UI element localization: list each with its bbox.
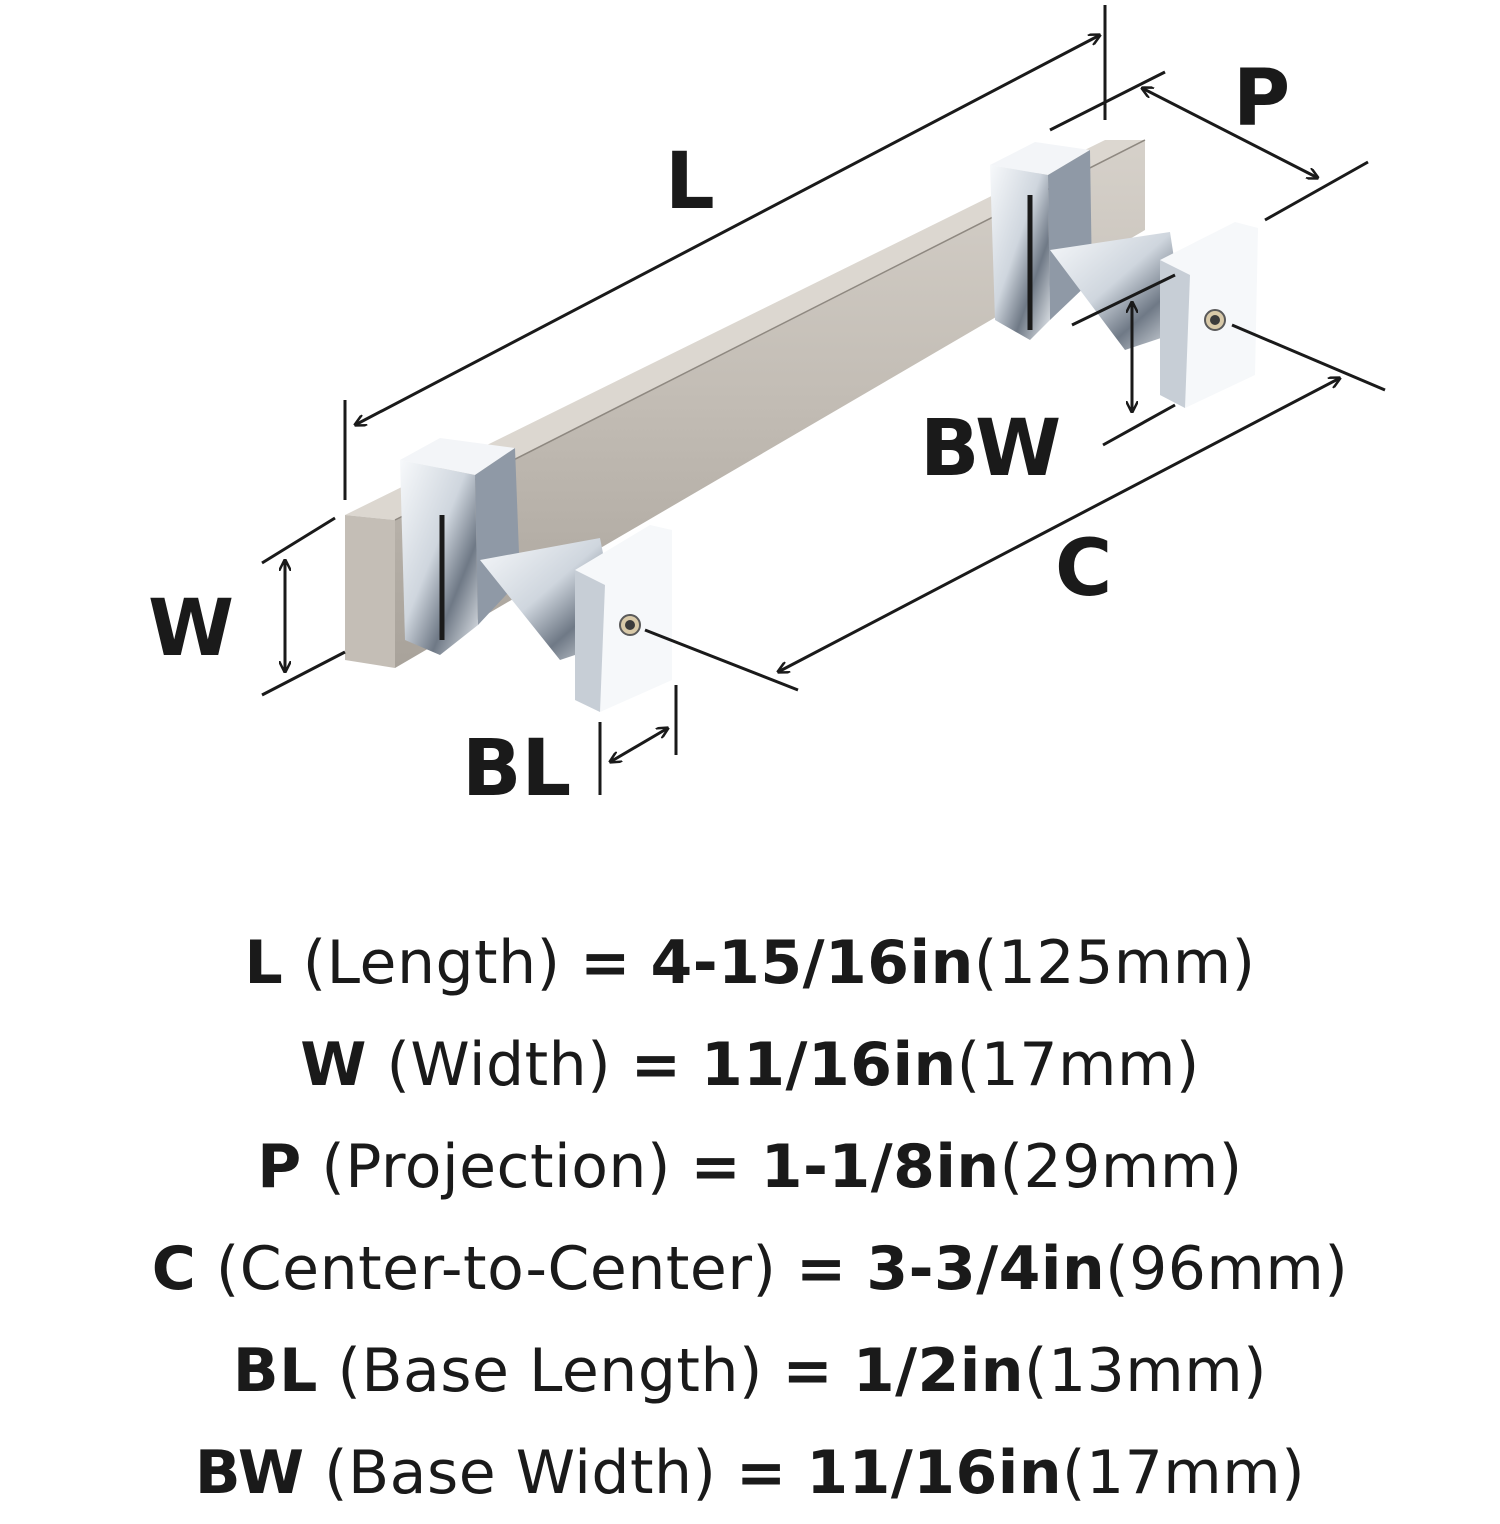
left-base bbox=[575, 525, 672, 712]
label-BW: BW bbox=[920, 404, 1061, 494]
label-BL: BL bbox=[462, 724, 571, 814]
spec-row-base-width: BW (Base Width) = 11/16in(17mm) bbox=[0, 1422, 1500, 1524]
label-W: W bbox=[148, 584, 234, 674]
spec-description: (Projection) bbox=[321, 1132, 671, 1202]
dimension-BL: BL bbox=[462, 685, 678, 814]
dimension-W: W bbox=[148, 516, 346, 697]
spec-equals: = bbox=[630, 1030, 682, 1100]
label-L: L bbox=[665, 137, 715, 227]
spec-metric: (29mm) bbox=[999, 1132, 1243, 1202]
spec-equals: = bbox=[580, 928, 631, 998]
spec-symbol: BL bbox=[232, 1336, 318, 1406]
spec-imperial: 11/16in bbox=[701, 1030, 957, 1100]
dimension-P: P bbox=[1049, 54, 1369, 222]
spec-description: (Base Width) bbox=[324, 1438, 717, 1508]
handle-dimension-diagram: L P BW C W BL bbox=[148, 5, 1386, 814]
spec-imperial: 11/16in bbox=[806, 1438, 1063, 1508]
spec-description: (Base Length) bbox=[337, 1336, 763, 1406]
spec-symbol: BW bbox=[194, 1438, 305, 1508]
spec-row-base-length: BL (Base Length) = 1/2in(13mm) bbox=[0, 1320, 1500, 1422]
spec-equals: = bbox=[690, 1132, 742, 1202]
spec-imperial: 1-1/8in bbox=[760, 1132, 1000, 1202]
spec-symbol: L bbox=[244, 928, 284, 998]
spec-row-projection: P (Projection) = 1-1/8in(29mm) bbox=[0, 1116, 1500, 1218]
label-C: C bbox=[1055, 524, 1112, 614]
spec-equals: = bbox=[782, 1336, 834, 1406]
spec-imperial: 1/2in bbox=[852, 1336, 1025, 1406]
spec-row-length: L (Length) = 4-15/16in(125mm) bbox=[0, 912, 1500, 1014]
dimension-L: L bbox=[343, 5, 1107, 500]
spec-metric: (96mm) bbox=[1105, 1234, 1349, 1304]
spec-metric: (125mm) bbox=[973, 928, 1256, 998]
spec-equals: = bbox=[736, 1438, 787, 1508]
spec-row-width: W (Width) = 11/16in(17mm) bbox=[0, 1014, 1500, 1116]
spec-imperial: 3-3/4in bbox=[866, 1234, 1106, 1304]
spec-symbol: W bbox=[300, 1030, 367, 1100]
spec-description: (Center-to-Center) bbox=[215, 1234, 777, 1304]
specifications-list: L (Length) = 4-15/16in(125mm) W (Width) … bbox=[0, 912, 1500, 1524]
spec-metric: (17mm) bbox=[1062, 1438, 1306, 1508]
label-P: P bbox=[1233, 54, 1290, 144]
spec-imperial: 4-15/16in bbox=[650, 928, 974, 998]
spec-row-center-to-center: C (Center-to-Center) = 3-3/4in(96mm) bbox=[0, 1218, 1500, 1320]
spec-description: (Length) bbox=[302, 928, 561, 998]
right-base bbox=[1160, 222, 1258, 408]
spec-description: (Width) bbox=[386, 1030, 612, 1100]
dimension-C: C bbox=[644, 323, 1386, 692]
spec-metric: (17mm) bbox=[956, 1030, 1200, 1100]
spec-metric: (13mm) bbox=[1024, 1336, 1268, 1406]
spec-symbol: C bbox=[151, 1234, 197, 1304]
spec-equals: = bbox=[795, 1234, 847, 1304]
spec-symbol: P bbox=[257, 1132, 302, 1202]
